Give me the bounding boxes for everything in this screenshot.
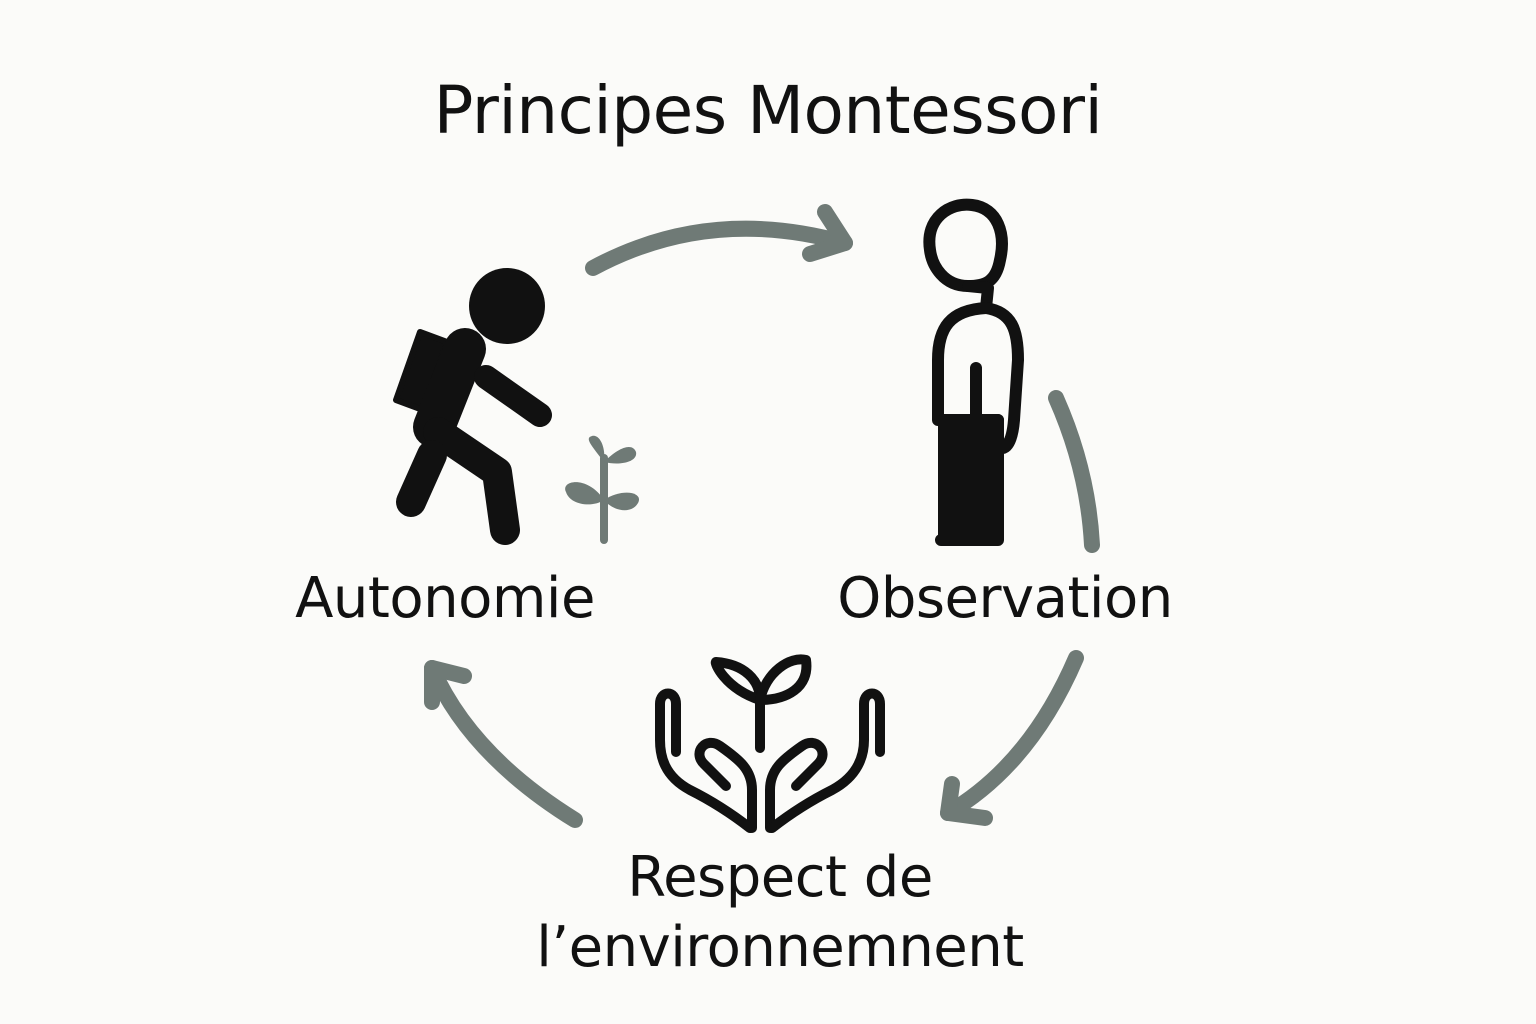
arrow-observation-side-segment: [1048, 390, 1100, 553]
node-label-respect: Respect de l’environnemnent: [480, 843, 1080, 983]
node-label-respect-line1: Respect de: [627, 845, 933, 910]
plant-sprout-icon: [565, 435, 640, 544]
arrow-observation-to-respect: [940, 650, 1084, 826]
node-label-observation: Observation: [837, 566, 1173, 631]
node-label-autonomie: Autonomie: [295, 566, 595, 631]
arrow-autonomie-to-observation: [585, 204, 853, 276]
adult-legs-fill: [944, 420, 998, 538]
node-label-respect-line2: l’environnemnent: [536, 915, 1024, 980]
page-title: Principes Montessori: [433, 72, 1103, 149]
arrow-respect-to-autonomie: [424, 660, 583, 828]
child-walking-icon: [393, 268, 552, 545]
hands-holding-sprout-icon: [655, 654, 885, 833]
